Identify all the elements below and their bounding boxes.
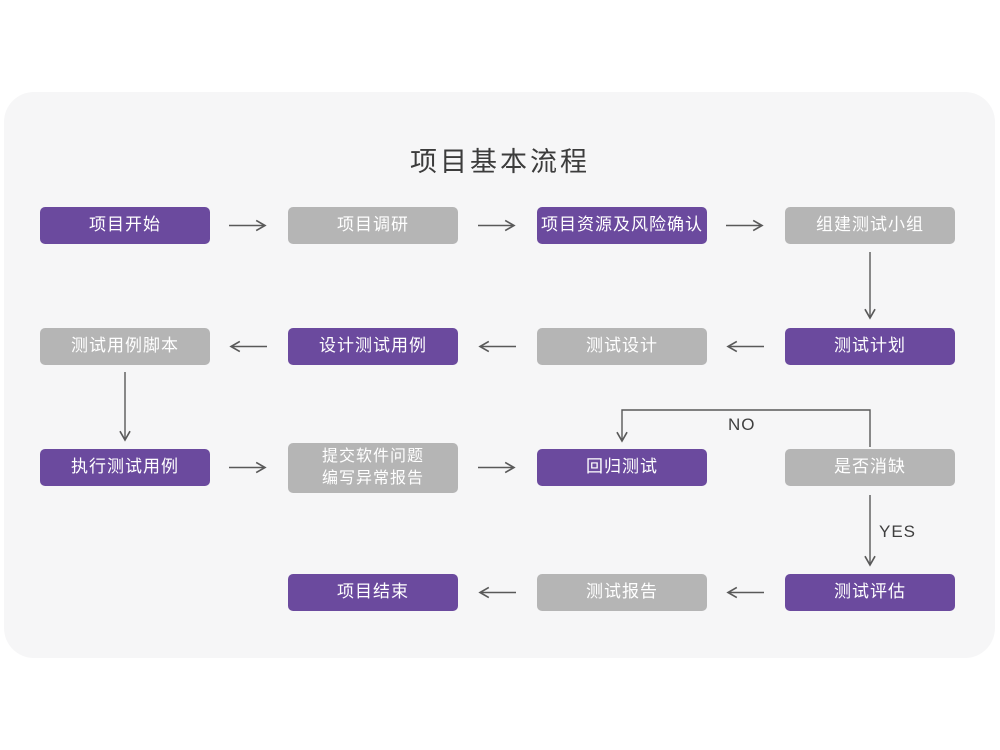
node-execute-test-case: 执行测试用例	[40, 449, 210, 486]
node-test-design: 测试设计	[537, 328, 707, 365]
edge-label-yes: YES	[879, 522, 917, 541]
edge-label-no: NO	[728, 415, 756, 434]
flowchart-card	[4, 92, 995, 658]
node-defect-resolved: 是否消缺	[785, 449, 955, 486]
node-resource-risk-confirm: 项目资源及风险确认	[537, 207, 707, 244]
node-project-start: 项目开始	[40, 207, 210, 244]
node-submit-issue-report: 提交软件问题 编写异常报告	[288, 443, 458, 493]
node-test-evaluation: 测试评估	[785, 574, 955, 611]
node-test-report: 测试报告	[537, 574, 707, 611]
page-title: 项目基本流程	[410, 147, 590, 177]
node-project-research: 项目调研	[288, 207, 458, 244]
node-test-plan: 测试计划	[785, 328, 955, 365]
node-project-end: 项目结束	[288, 574, 458, 611]
node-build-test-team: 组建测试小组	[785, 207, 955, 244]
node-design-test-case: 设计测试用例	[288, 328, 458, 365]
node-regression-test: 回归测试	[537, 449, 707, 486]
node-test-case-script: 测试用例脚本	[40, 328, 210, 365]
